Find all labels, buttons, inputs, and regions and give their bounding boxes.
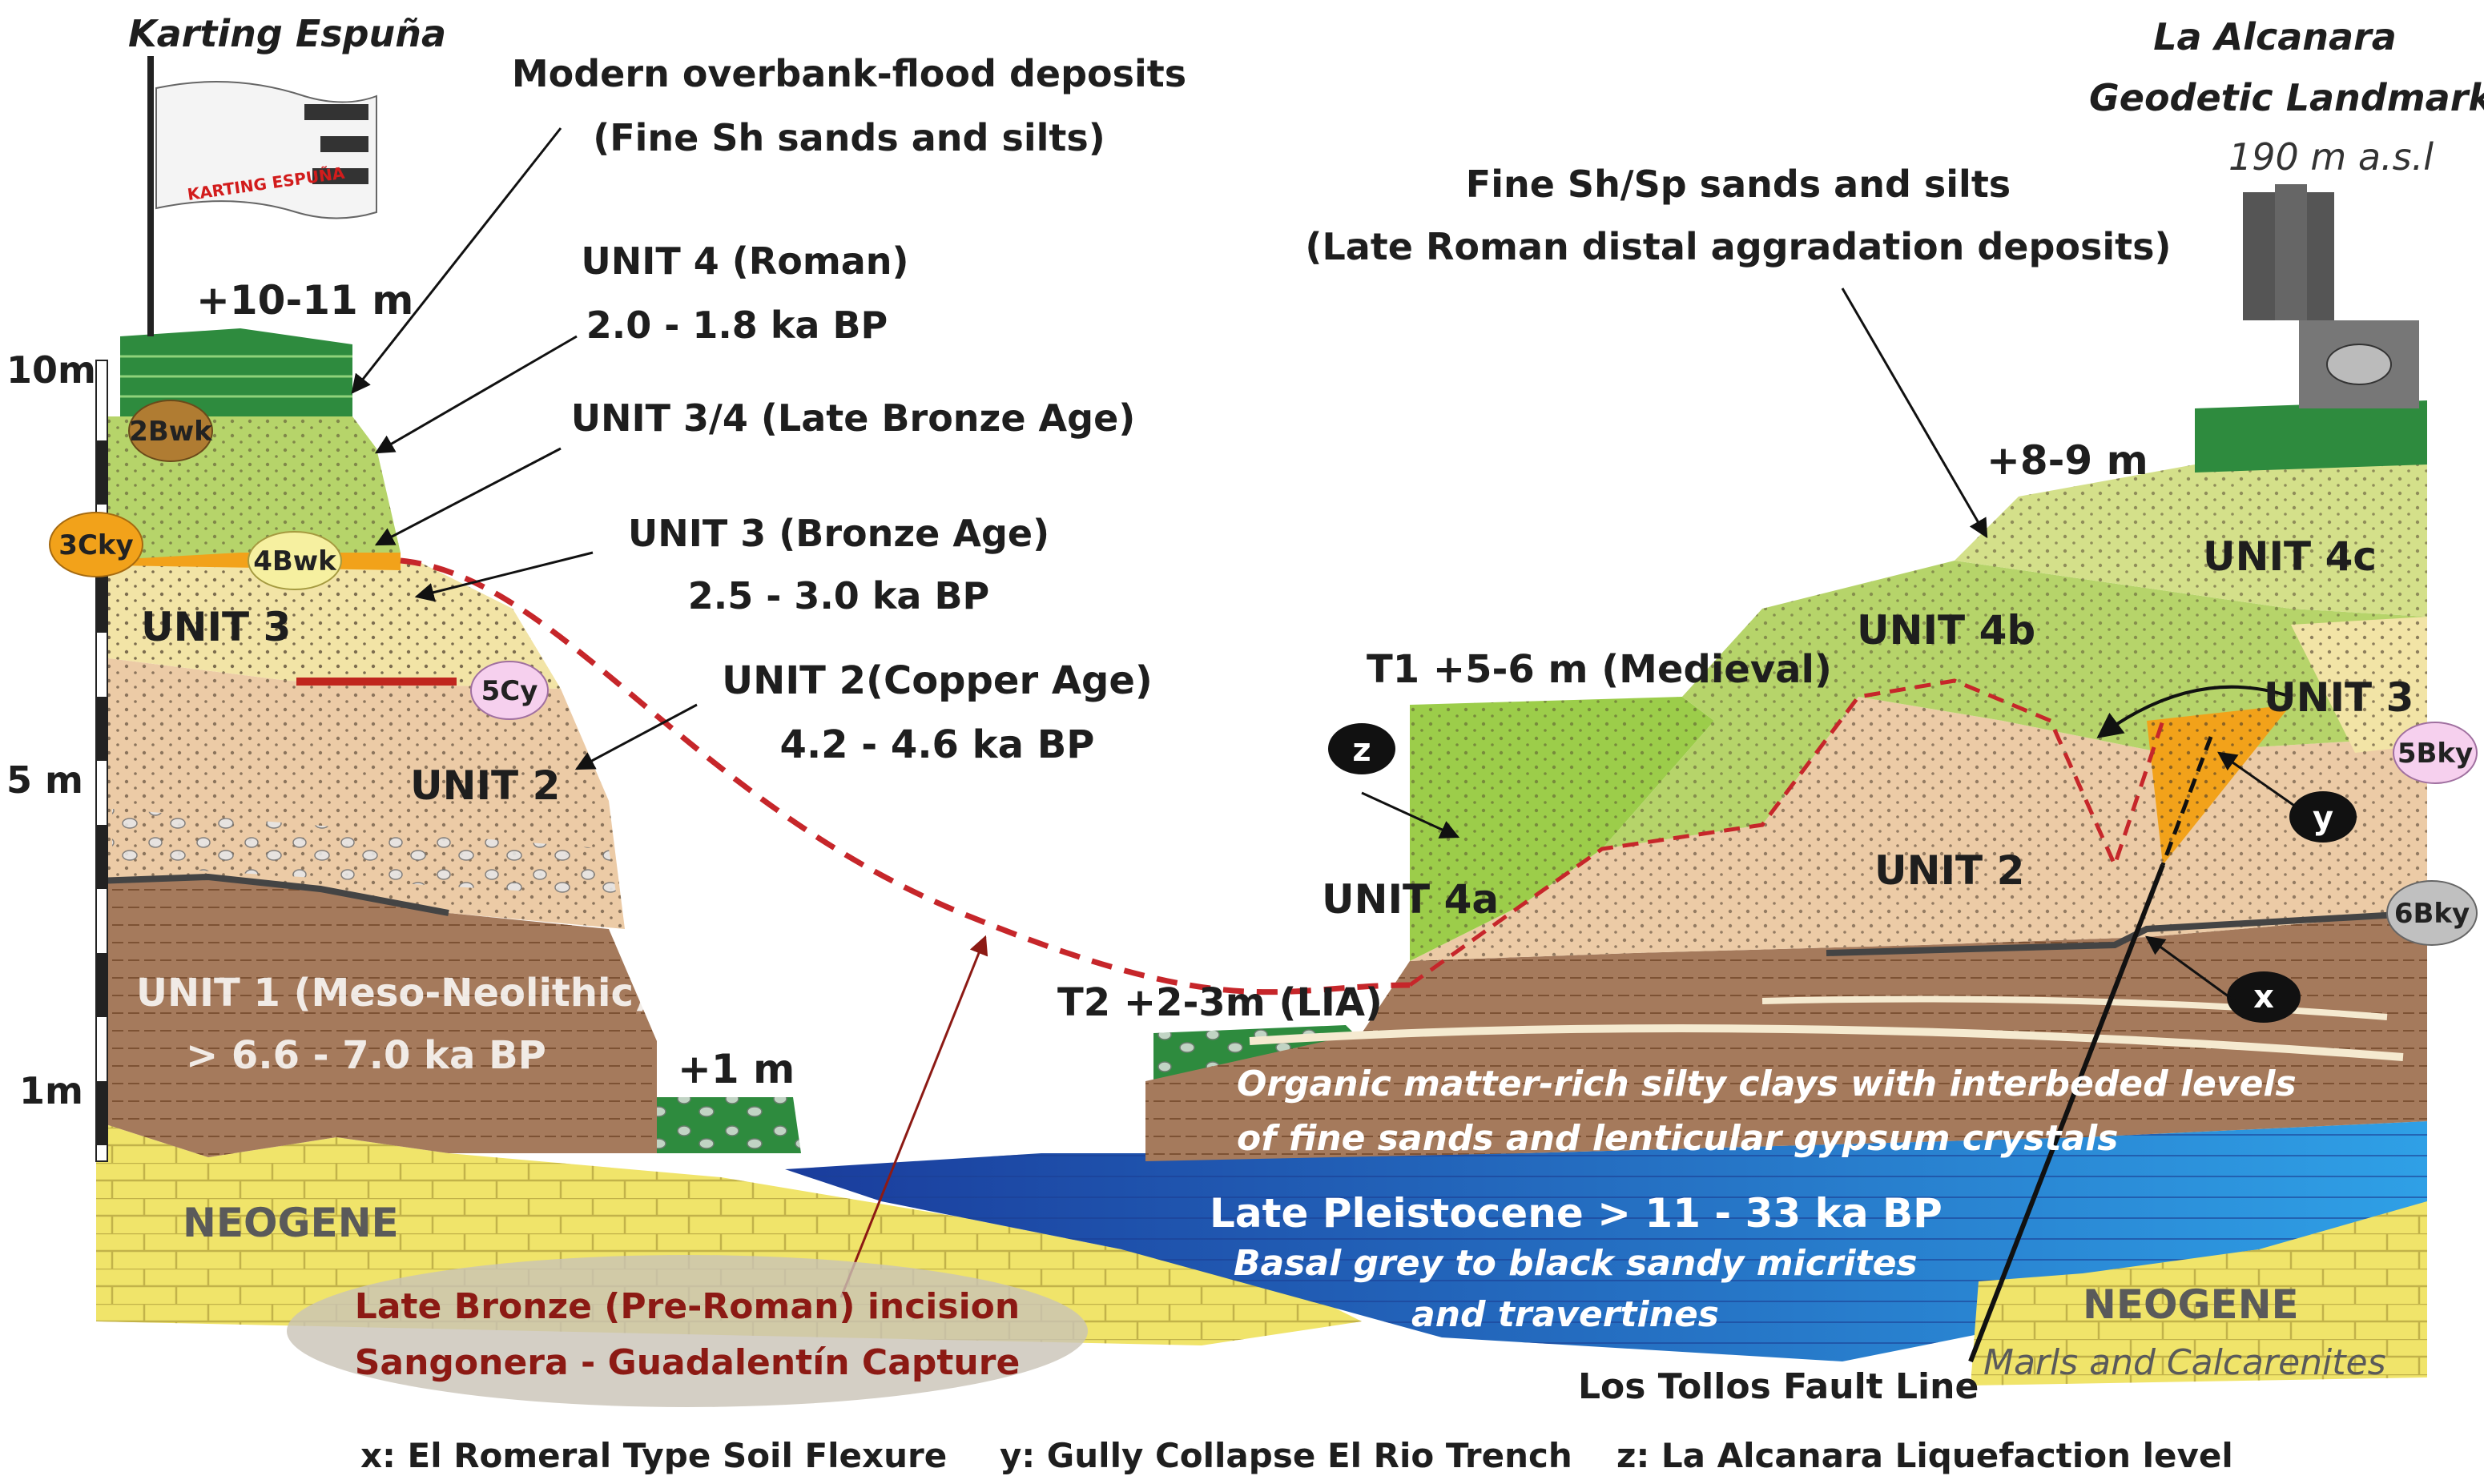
svg-text:5Bky: 5Bky	[2397, 738, 2473, 770]
left-unit2-sand	[96, 657, 625, 929]
marker-x: x	[2227, 971, 2301, 1023]
soil-tag-6bky: 6Bky	[2386, 880, 2478, 946]
soil-line-right	[1826, 910, 2428, 956]
unit-left-2: UNIT 2	[410, 762, 560, 809]
callout-unit3-2: 2.5 - 3.0 ka BP	[688, 574, 990, 617]
elevation-left-top: +10-11 m	[196, 277, 413, 324]
callout-arrows	[351, 127, 2300, 1003]
soil-line-left	[95, 873, 449, 916]
callout-unit34: UNIT 3/4 (Late Bronze Age)	[571, 396, 1136, 440]
incision-label-2: Sangonera - Guadalentín Capture	[355, 1342, 1021, 1383]
svg-text:3Cky: 3Cky	[58, 529, 133, 561]
pleistocene-label: Late Pleistocene > 11 - 33 ka BP	[1210, 1190, 1943, 1237]
organic-layer-1: Organic matter-rich silty clays with int…	[1237, 1064, 2297, 1104]
unit-4a: UNIT 4a	[1322, 876, 1499, 923]
site-left-name: Karting Espuña	[128, 12, 446, 55]
callout-modern-1: Modern overbank-flood deposits	[512, 52, 1186, 95]
neogene-right-label: NEOGENE	[2083, 1281, 2299, 1328]
right-unit4a-green	[1410, 697, 1714, 961]
callout-unit3-1: UNIT 3 (Bronze Age)	[628, 512, 1049, 555]
legend-z: z: La Alcanara Liquefaction level	[1616, 1436, 2233, 1475]
marker-y: y	[2289, 791, 2357, 843]
svg-text:5Cy: 5Cy	[481, 675, 538, 707]
unit-left-1-title: UNIT 1 (Meso-Neolithic)	[136, 971, 651, 1015]
svg-text:z: z	[1352, 732, 1371, 769]
neogene-right-sub: Marls and Calcarenites	[1983, 1342, 2386, 1383]
svg-text:4Bwk: 4Bwk	[253, 545, 337, 577]
callout-t1: T1 +5-6 m (Medieval)	[1367, 647, 1832, 692]
elevation-small: +1 m	[678, 1046, 795, 1092]
site-right-name-1: La Alcanara	[2153, 15, 2397, 58]
incision-ellipse	[287, 1255, 1088, 1407]
fault-line	[1968, 863, 2165, 1363]
elevation-right-top: +8-9 m	[1987, 437, 2148, 484]
unit-left-3: UNIT 3	[141, 604, 291, 650]
flag-icon: KARTING ESPUÑA	[147, 56, 377, 336]
unit-left-1-age: > 6.6 - 7.0 ka BP	[186, 1033, 546, 1078]
incision-label-1: Late Bronze (Pre-Roman) incision	[355, 1286, 1020, 1327]
svg-text:6Bky: 6Bky	[2394, 898, 2470, 930]
callout-unit2-1: UNIT 2(Copper Age)	[722, 658, 1153, 703]
right-unit1-clay	[1145, 913, 2427, 1161]
callout-unit2-2: 4.2 - 4.6 ka BP	[780, 722, 1095, 767]
right-unit4c	[1955, 448, 2427, 617]
fault-label: Los Tollos Fault Line	[1578, 1366, 1979, 1407]
scale-bar	[95, 360, 108, 1162]
pleistocene-sub-1: Basal grey to black sandy micrites	[1234, 1243, 1918, 1284]
legend-x: x: El Romeral Type Soil Flexure	[360, 1436, 947, 1475]
gully-collapse-wedge	[2147, 705, 2291, 865]
incision-dashed-line	[400, 557, 1411, 995]
soil-tag-3cky: 3Cky	[49, 512, 143, 577]
landmark-tower-icon	[2243, 184, 2419, 408]
pleistocene-sub-2: and travertines	[1411, 1294, 1719, 1335]
callout-unit4-2: 2.0 - 1.8 ka BP	[586, 304, 888, 347]
unit-right-3: UNIT 3	[2264, 674, 2414, 721]
soil-tag-5cy: 5Cy	[470, 661, 549, 720]
scale-label-1m: 1m	[19, 1069, 83, 1112]
soil-tag-5bky: 5Bky	[2393, 722, 2478, 784]
right-top-flood-deposit	[2195, 400, 2427, 473]
callout-fine-2: (Late Roman distal aggradation deposits)	[1305, 225, 2171, 268]
callout-modern-2: (Fine Sh sands and silts)	[593, 116, 1105, 159]
marker-z: z	[1328, 723, 1395, 774]
site-right-altitude: 190 m a.s.l	[2228, 135, 2434, 179]
unit-4b: UNIT 4b	[1857, 607, 2035, 654]
svg-text:x: x	[2253, 979, 2274, 1015]
left-unit1-clay	[96, 877, 657, 1157]
site-right-name-2: Geodetic Landmark	[2089, 76, 2484, 119]
neogene-right	[1971, 1201, 2427, 1385]
soil-tag-2bwk: 2Bwk	[128, 400, 213, 462]
unit-right-2: UNIT 2	[1874, 847, 2024, 894]
svg-text:y: y	[2313, 800, 2333, 837]
svg-text:2Bwk: 2Bwk	[129, 416, 213, 448]
callout-t2: T2 +2-3m (LIA)	[1057, 980, 1383, 1025]
small-terrace	[657, 1097, 801, 1153]
scale-label-5m: 5 m	[6, 758, 83, 802]
neogene-left-label: NEOGENE	[183, 1200, 399, 1246]
left-top-flood-deposit	[120, 328, 352, 416]
unit-4c: UNIT 4c	[2203, 533, 2377, 580]
organic-layer-2: of fine sands and lenticular gypsum crys…	[1237, 1118, 2118, 1159]
left-unit3	[64, 545, 561, 689]
callout-unit4-1: UNIT 4 (Roman)	[581, 239, 908, 283]
legend-y: y: Gully Collapse El Rio Trench	[1000, 1436, 1572, 1475]
callout-fine-1: Fine Sh/Sp sands and silts	[1466, 163, 2011, 206]
soil-tag-4bwk: 4Bwk	[248, 531, 342, 590]
right-unit3	[2291, 617, 2427, 753]
fault-dash	[2160, 736, 2213, 866]
incision-arrow	[839, 935, 988, 1298]
scale-label-10m: 10m	[6, 348, 96, 392]
